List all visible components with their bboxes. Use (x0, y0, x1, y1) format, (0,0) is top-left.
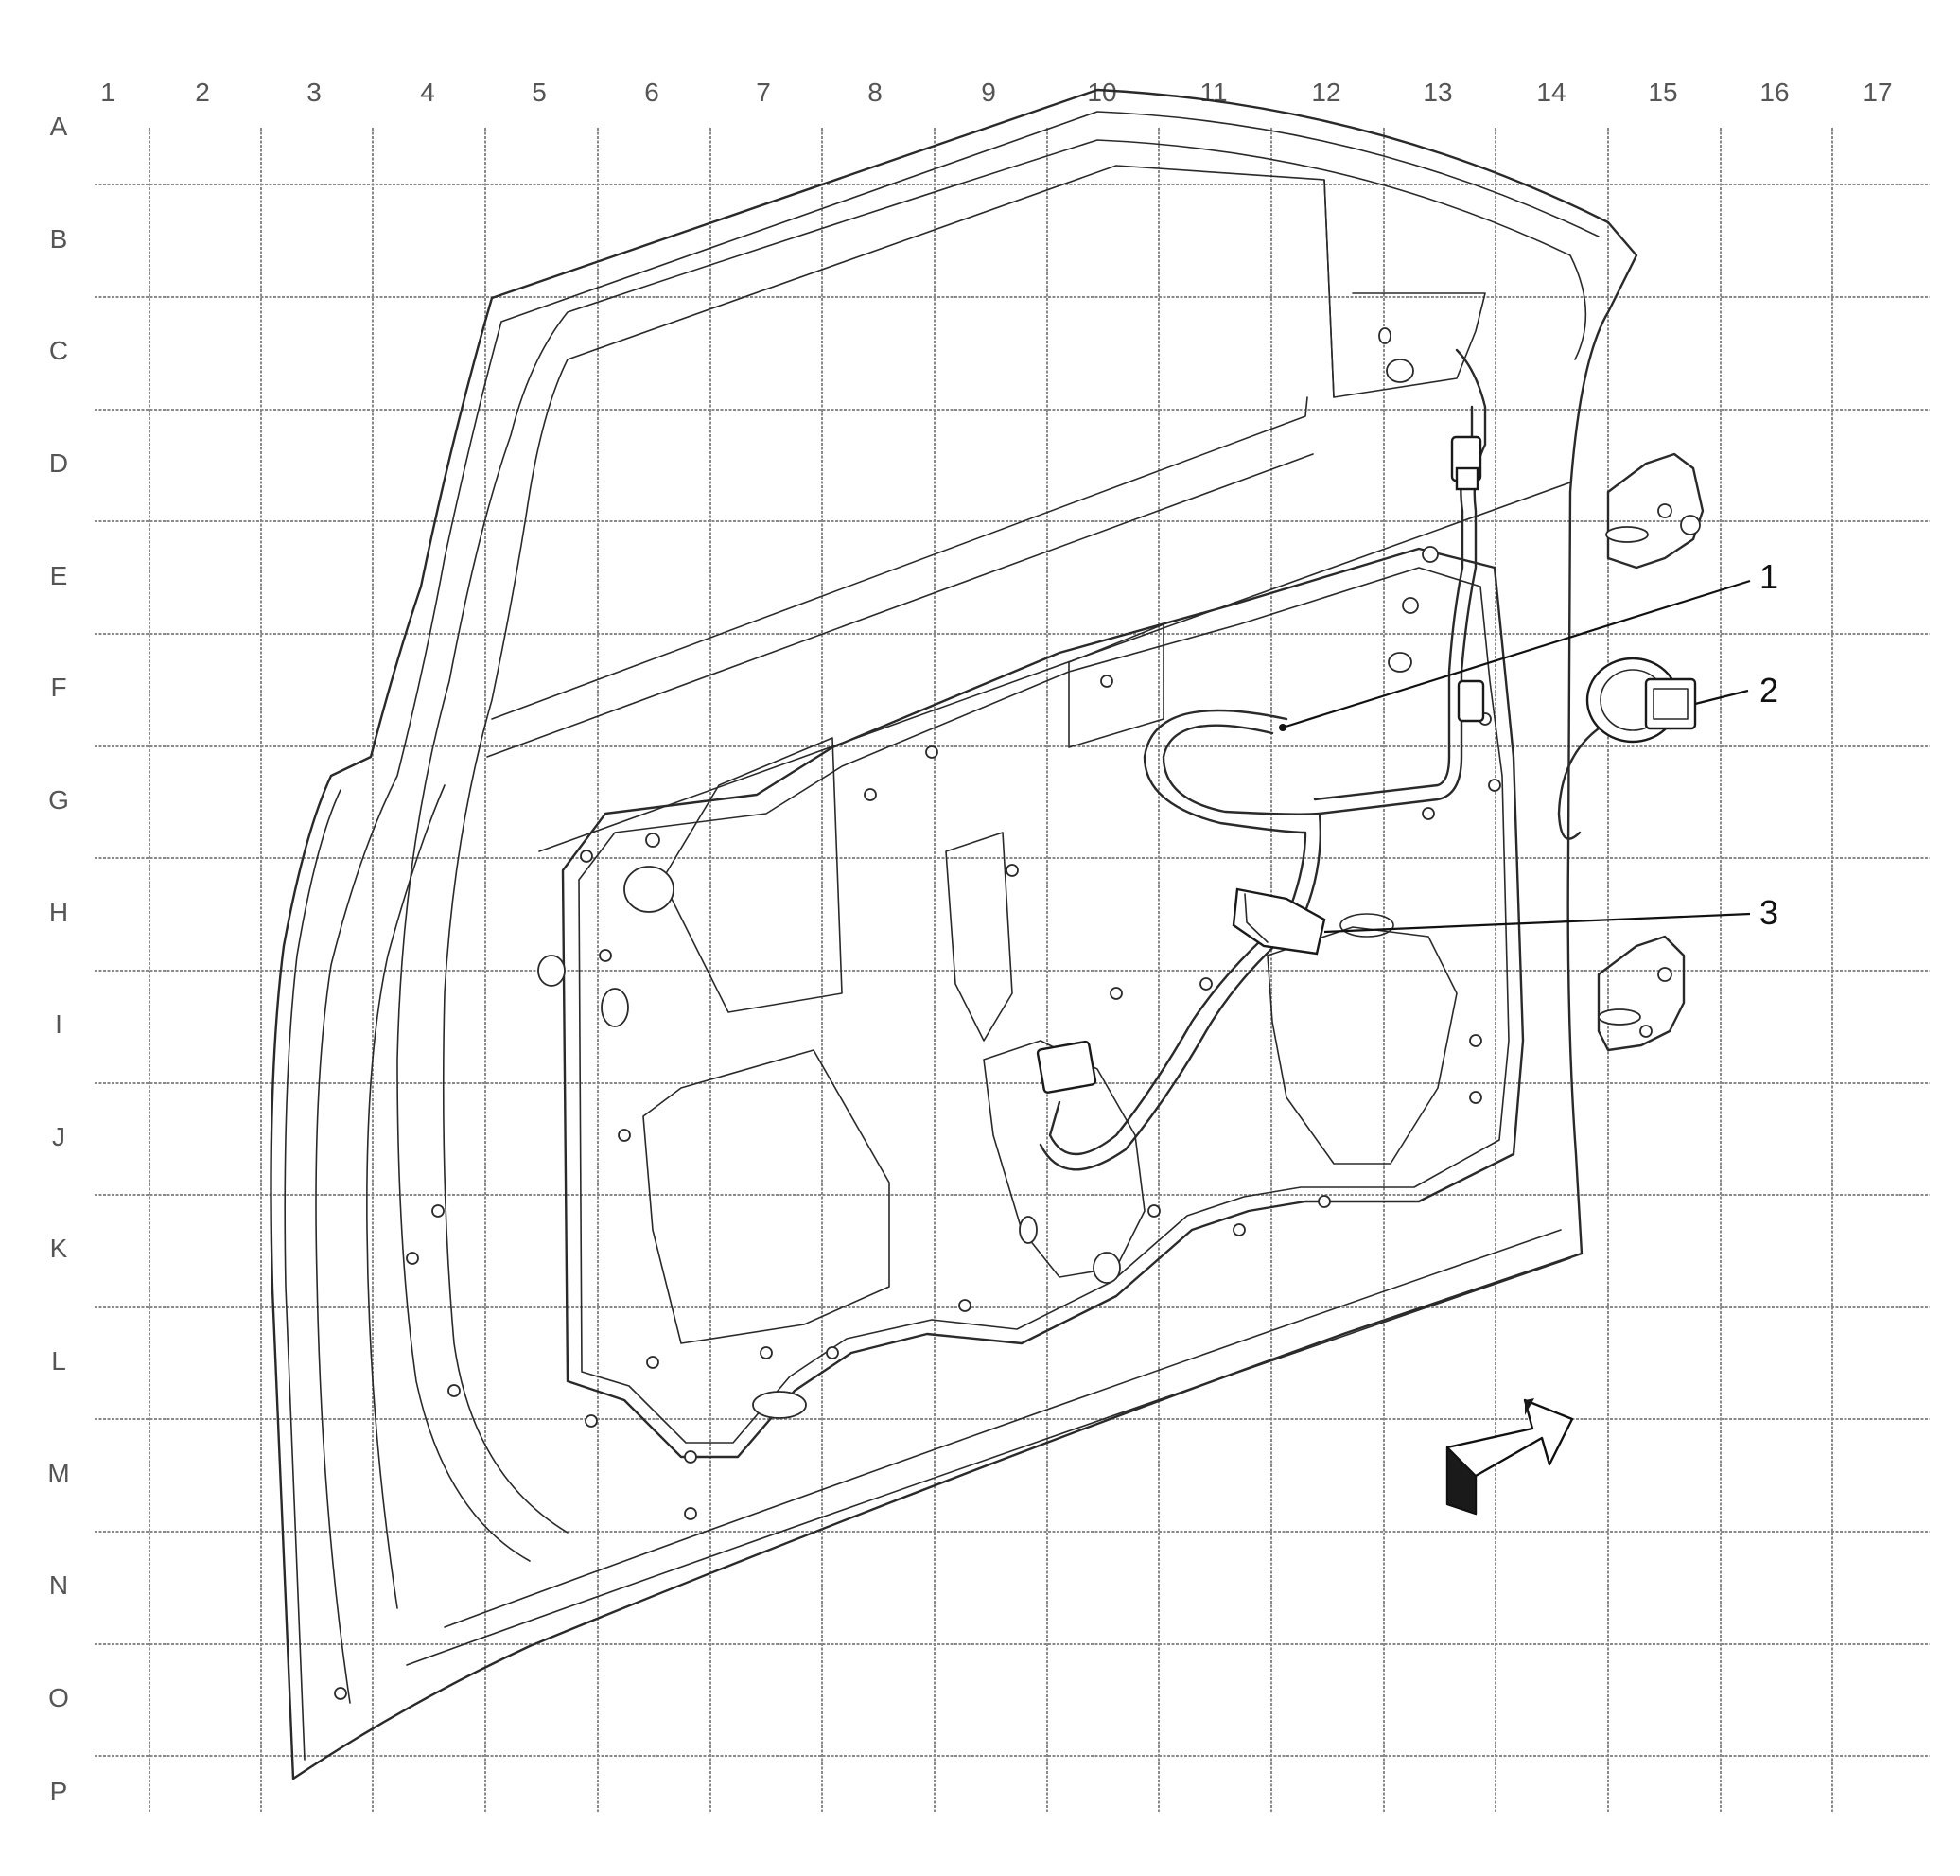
grid-col-5: 5 (532, 78, 547, 107)
grid-col-6: 6 (644, 78, 659, 107)
grid-col-14: 14 (1536, 78, 1566, 107)
grid-row-i: I (55, 1009, 62, 1039)
grid-row-c: C (49, 336, 68, 365)
grid-row-b: B (50, 224, 68, 254)
door-frame (270, 88, 1638, 1780)
harness-connector (1557, 657, 1697, 840)
inner-panel (561, 547, 1525, 1459)
wiring-harness (1039, 348, 1487, 1171)
grid-row-j: J (52, 1122, 65, 1151)
grid-row-h: H (49, 898, 68, 927)
grid-col-16: 16 (1759, 78, 1789, 107)
grid-row-m: M (47, 1459, 69, 1488)
grid-row-l: L (51, 1346, 66, 1376)
callout-2: 2 (1694, 671, 1778, 710)
grid-row-o: O (48, 1683, 69, 1712)
grid-row-f: F (50, 673, 66, 702)
grid-col-13: 13 (1423, 78, 1452, 107)
upper-hinge (1605, 452, 1705, 570)
grid-row-g: G (48, 785, 69, 815)
grid-row-e: E (50, 561, 68, 590)
module-connector (1232, 887, 1394, 956)
grid-col-9: 9 (981, 78, 996, 107)
grid-col-1: 1 (100, 78, 115, 107)
callout-3: 3 (1323, 893, 1778, 934)
inline-connector-upper (1450, 435, 1482, 491)
callout-2-label: 2 (1759, 671, 1778, 710)
inline-connector-lower (1036, 1040, 1097, 1094)
grid-row-d: D (49, 448, 68, 478)
reference-grid (95, 128, 1930, 1812)
grid-col-7: 7 (756, 78, 771, 107)
panel-holes (334, 327, 1501, 1700)
inline-connector-mid (1457, 679, 1485, 723)
front-direction-arrow-icon (1445, 1398, 1574, 1516)
grid-row-a: A (50, 112, 68, 141)
callout-1-label: 1 (1759, 557, 1778, 596)
grid-row-n: N (49, 1570, 68, 1600)
grid-col-3: 3 (306, 78, 322, 107)
grid-col-15: 15 (1648, 78, 1677, 107)
grid-col-8: 8 (867, 78, 883, 107)
callout-1: 1 (1279, 557, 1778, 731)
grid-col-12: 12 (1311, 78, 1340, 107)
grid-col-17: 17 (1863, 78, 1892, 107)
callout-3-label: 3 (1759, 893, 1778, 932)
grid-col-4: 4 (420, 78, 435, 107)
grid-row-labels: A B C D E F G H I J K L M N O P (47, 112, 69, 1806)
grid-row-k: K (50, 1234, 68, 1263)
grid-column-labels: 1 2 3 4 5 6 7 8 9 10 11 12 13 14 15 16 1… (100, 78, 1892, 107)
grid-row-p: P (50, 1777, 68, 1806)
lower-hinge (1597, 935, 1686, 1052)
grid-col-2: 2 (195, 78, 210, 107)
